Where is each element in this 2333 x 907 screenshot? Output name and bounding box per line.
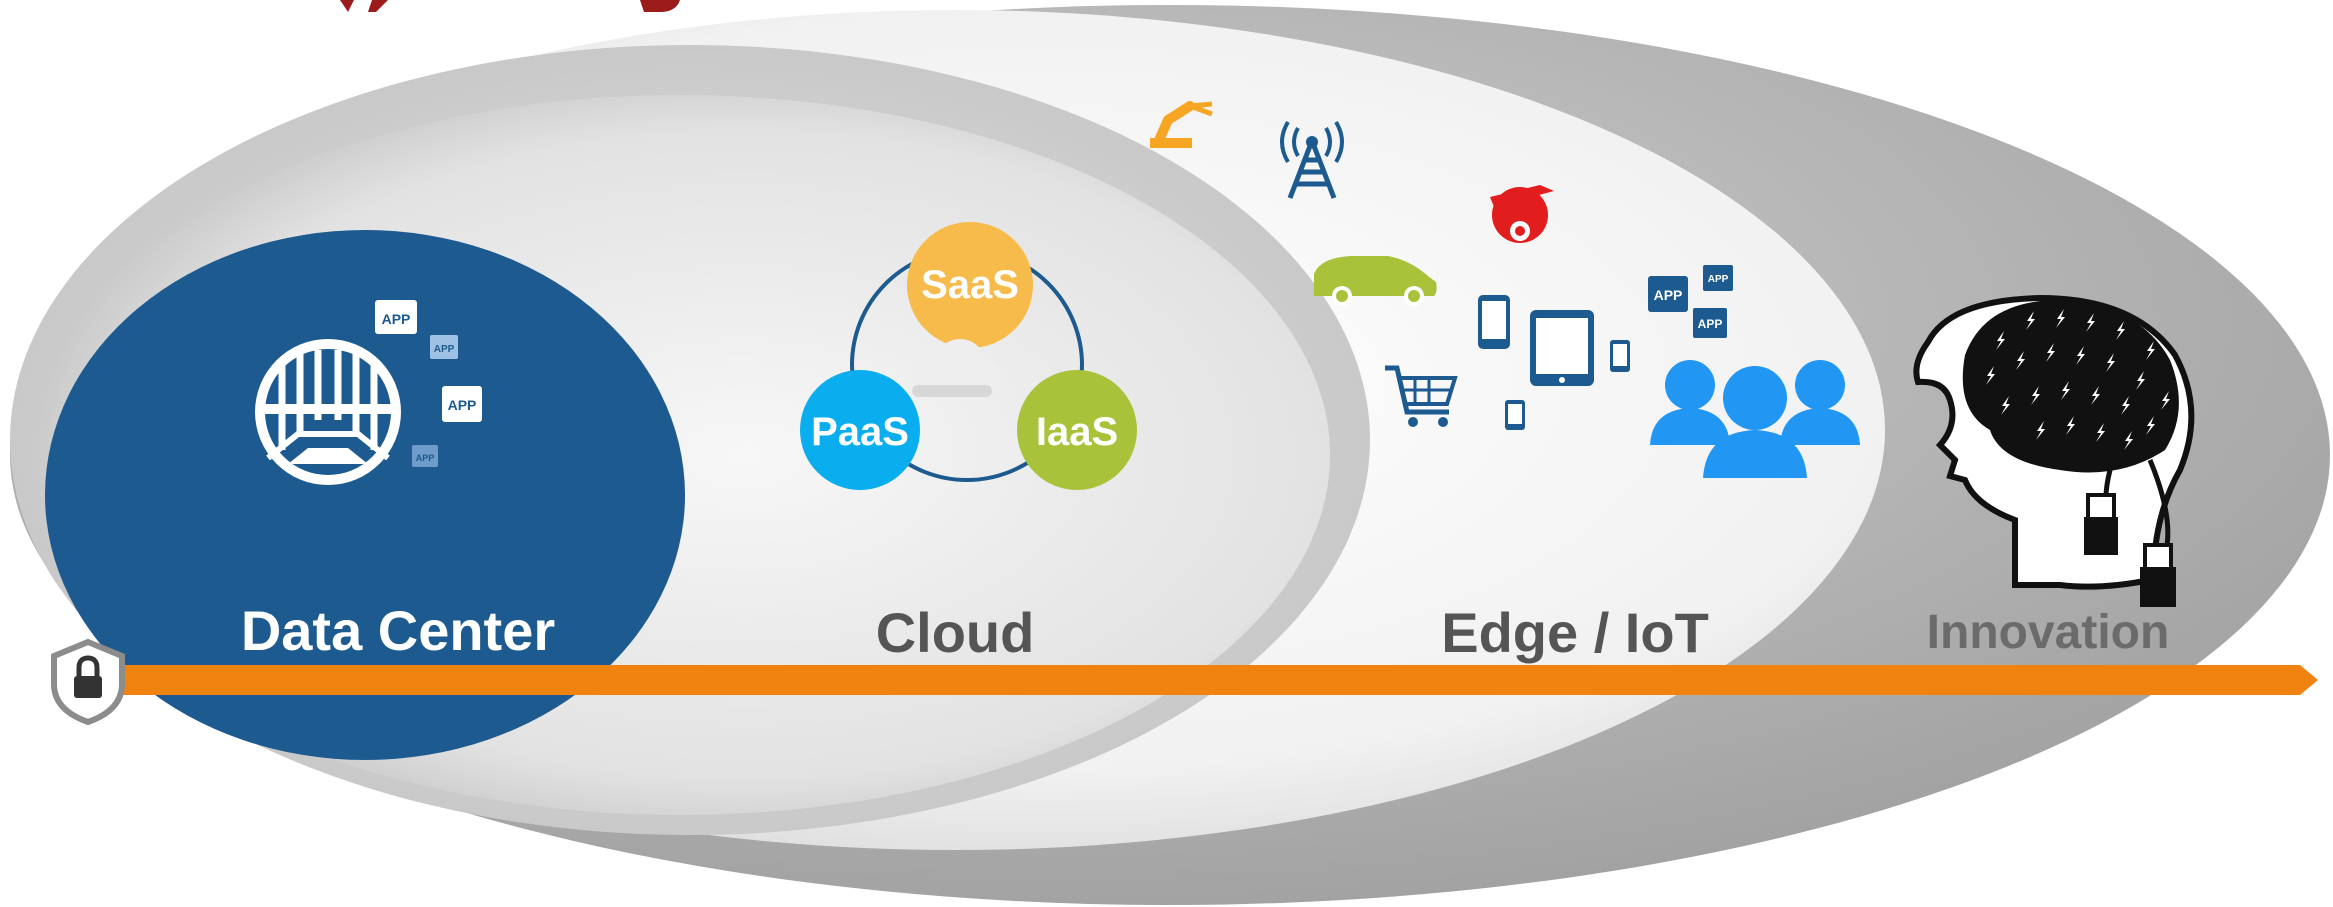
lightning-bolt-mark <box>2106 353 2115 372</box>
app-badge-label: APP <box>1698 317 1723 331</box>
lightning-bolt-mark <box>2136 371 2145 390</box>
lightning-bolt-mark <box>2026 311 2035 330</box>
security-camera-icon <box>1490 185 1554 243</box>
lightning-bolt-mark <box>2061 381 2070 400</box>
lightning-bolt-mark <box>2076 346 2085 365</box>
lightning-bolt-mark <box>2056 309 2065 328</box>
saas-circle <box>907 222 1033 348</box>
cell-tower-icon <box>1280 120 1344 199</box>
data-center-ellipse <box>45 230 685 760</box>
zone-label-cloud: Cloud <box>876 601 1035 664</box>
zone-label-edge: Edge / IoT <box>1441 601 1709 664</box>
app-badge-icon: APP <box>375 300 417 334</box>
paas-circle <box>800 370 920 490</box>
lightning-bolt-mark <box>1996 331 2005 350</box>
users-icon <box>1650 360 1860 478</box>
shopping-cart-icon <box>1385 365 1458 427</box>
lightning-bolt-mark <box>2031 386 2040 405</box>
usb-plug-icon <box>2084 493 2176 607</box>
app-badge-label: APP <box>416 453 435 463</box>
lightning-bolt-mark <box>2096 423 2105 442</box>
app-badge-icon: APP <box>442 386 482 422</box>
smartphone-icon <box>1610 340 1630 372</box>
cloud-services: SaaS PaaS IaaS <box>800 222 1137 490</box>
lightning-bolt-mark <box>2121 396 2130 415</box>
lightning-bolt-mark <box>2036 421 2045 440</box>
app-badge-label: APP <box>1654 287 1683 303</box>
lightning-bolt-mark <box>2124 431 2133 450</box>
app-badge-label: APP <box>1708 274 1729 285</box>
lightning-bolt-mark <box>2091 386 2100 405</box>
title-fragment <box>340 0 680 12</box>
gateway-icon <box>255 339 401 485</box>
app-badge-label: APP <box>448 397 477 413</box>
app-badge-icon: APP <box>430 335 458 359</box>
lock-shield-icon <box>51 638 125 726</box>
app-badge-icon: APP <box>1693 308 1727 338</box>
lightning-bolt-mark <box>2146 341 2155 360</box>
iaas-label: IaaS <box>1036 410 1118 454</box>
app-badge-icon: APP <box>412 445 438 467</box>
smartphone-icon <box>1478 295 1510 349</box>
lightning-bolt-mark <box>2146 416 2155 435</box>
smartphone-icon <box>1505 400 1525 430</box>
brain-head-icon <box>1913 294 2195 590</box>
lightning-bolt-mark <box>2116 321 2125 340</box>
tablet-icon <box>1530 310 1594 386</box>
lightning-bolt-mark <box>2066 416 2075 435</box>
timeline-arrow <box>70 665 2318 695</box>
app-badge-label: APP <box>434 344 455 355</box>
lightning-bolt-mark <box>2046 343 2055 362</box>
zone-label-data-center: Data Center <box>241 599 555 662</box>
cloud-icon <box>912 339 1001 397</box>
lightning-bolt-mark <box>2086 313 2095 332</box>
robot-arm-icon <box>1150 101 1213 148</box>
lightning-bolt-mark <box>2001 396 2010 415</box>
car-icon <box>1314 256 1437 306</box>
app-badge-icon: APP <box>1648 276 1688 312</box>
paas-label: PaaS <box>811 410 909 454</box>
app-badge-label: APP <box>382 311 411 327</box>
zone-label-innovation: Innovation <box>1927 606 2170 659</box>
lightning-bolt-mark <box>2161 391 2170 410</box>
app-badge-icon: APP <box>1703 265 1733 291</box>
lightning-bolt-mark <box>2016 351 2025 370</box>
iaas-circle <box>1017 370 1137 490</box>
saas-label: SaaS <box>921 263 1019 307</box>
lightning-bolt-mark <box>1986 366 1995 385</box>
